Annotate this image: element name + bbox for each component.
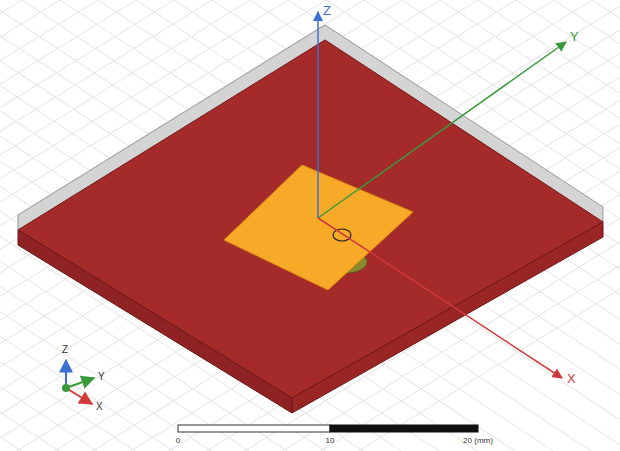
axis-triad	[62, 360, 94, 404]
y-axis	[318, 42, 566, 218]
triad-label: Y	[98, 372, 105, 382]
triad-label: X	[96, 402, 103, 412]
scale-label: 0	[176, 437, 180, 445]
axis-label: Z	[323, 4, 331, 17]
x-axis	[318, 218, 562, 378]
axis-label: X	[567, 372, 576, 385]
z-axis	[317, 12, 319, 218]
axis-label: Y	[570, 30, 579, 43]
scale-label: 10	[326, 437, 335, 445]
triad-label: Z	[62, 345, 68, 355]
ground-plane	[18, 40, 603, 398]
scale-label: 20 (mm)	[463, 437, 493, 445]
substrate-front-left	[18, 230, 292, 413]
feed-probe	[333, 229, 351, 241]
scale-bar	[178, 425, 478, 432]
